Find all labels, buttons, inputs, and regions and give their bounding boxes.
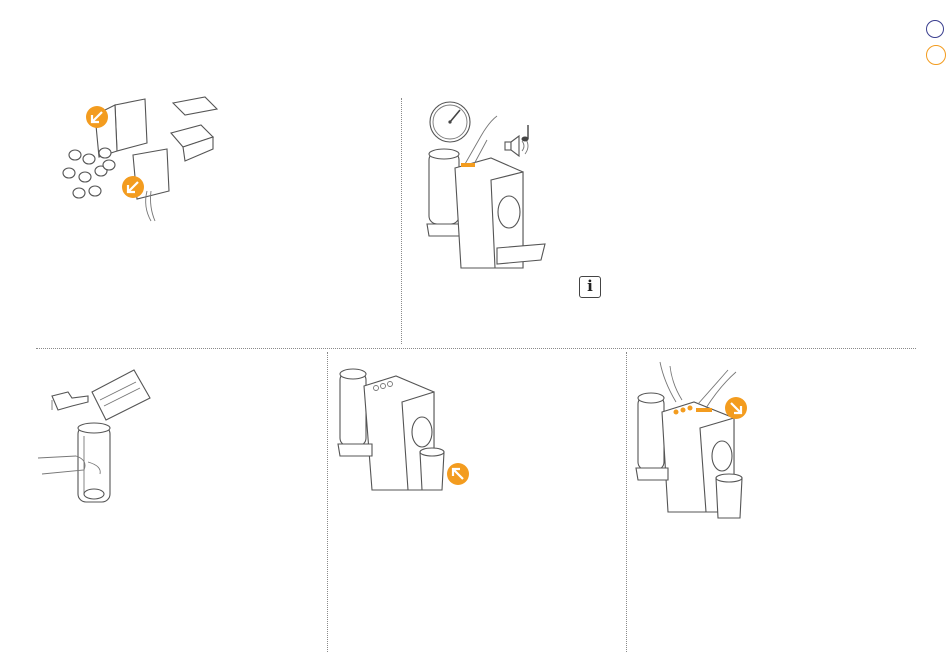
arrow-badge-icon xyxy=(122,176,144,198)
orange-circle-badge xyxy=(926,45,946,65)
divider-bottom-left xyxy=(327,352,328,652)
coffee-machine-reset-illustration xyxy=(425,108,555,278)
divider-bottom-right xyxy=(626,352,627,652)
water-tank-rinse-illustration xyxy=(38,366,168,516)
divider-top-vertical xyxy=(401,98,402,344)
blue-circle-badge xyxy=(926,20,944,38)
machine-brewing-illustration xyxy=(636,362,766,522)
capsules xyxy=(63,148,115,198)
arrow-badge-icon xyxy=(446,462,470,486)
info-icon-glyph: i xyxy=(587,277,593,295)
cleaning-parts-illustration xyxy=(55,95,225,225)
arrow-badge-icon xyxy=(724,396,748,420)
music-note-icon xyxy=(520,124,532,144)
info-icon: i xyxy=(579,276,601,298)
arrow-badge-icon xyxy=(86,106,108,128)
divider-horizontal xyxy=(36,348,916,349)
